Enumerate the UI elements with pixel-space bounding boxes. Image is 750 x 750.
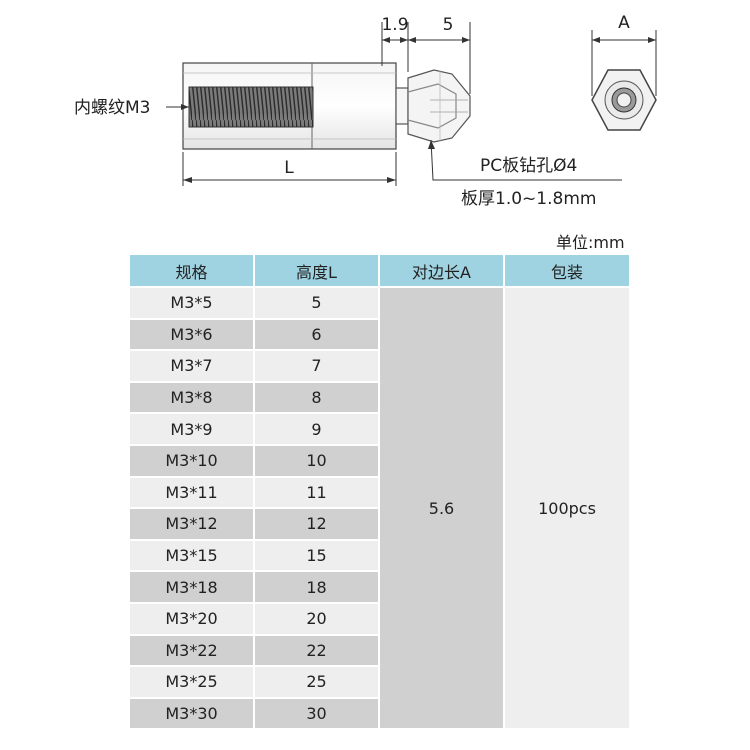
cell-height: 10 bbox=[255, 445, 378, 476]
cell-height: 8 bbox=[255, 382, 378, 413]
dimension-top bbox=[381, 22, 471, 94]
thread-label: 内螺纹M3 bbox=[74, 98, 150, 118]
cell-packaging: 100pcs bbox=[505, 288, 629, 729]
cell-height: 5 bbox=[255, 288, 378, 318]
header-spec: 规格 bbox=[130, 255, 253, 286]
hex-end-view bbox=[591, 69, 657, 131]
dimension-across bbox=[591, 30, 657, 96]
table-header-row: 规格 高度L 对边长A 包装 bbox=[130, 255, 629, 286]
cell-spec: M3*10 bbox=[130, 445, 253, 476]
cell-height: 18 bbox=[255, 572, 378, 602]
hole-leader bbox=[428, 139, 622, 181]
dim-1-9: 1.9 bbox=[381, 15, 408, 35]
cell-spec: M3*6 bbox=[130, 319, 253, 350]
snap-clip bbox=[395, 69, 471, 143]
cell-spec: M3*18 bbox=[130, 572, 253, 602]
cell-height: 12 bbox=[255, 509, 378, 539]
cell-spec: M3*30 bbox=[130, 698, 253, 729]
cell-height: 22 bbox=[255, 635, 378, 666]
dim-length-l: L bbox=[284, 158, 294, 178]
cell-spec: M3*7 bbox=[130, 351, 253, 381]
dimension-length bbox=[182, 152, 397, 186]
standoff-side-view bbox=[182, 62, 397, 150]
thickness-label: 板厚1.0~1.8mm bbox=[461, 189, 596, 209]
cell-spec: M3*25 bbox=[130, 667, 253, 697]
hole-label: PC板钻孔Ø4 bbox=[480, 156, 577, 176]
cell-height: 6 bbox=[255, 319, 378, 350]
cell-spec: M3*9 bbox=[130, 414, 253, 444]
cell-spec: M3*20 bbox=[130, 603, 253, 634]
cell-spec: M3*12 bbox=[130, 509, 253, 539]
dim-across-a: A bbox=[618, 13, 630, 33]
cell-spec: M3*15 bbox=[130, 540, 253, 571]
cell-height: 15 bbox=[255, 540, 378, 571]
cell-height: 30 bbox=[255, 698, 378, 729]
cell-spec: M3*8 bbox=[130, 382, 253, 413]
header-across-flats: 对边长A bbox=[380, 255, 503, 286]
cell-height: 11 bbox=[255, 477, 378, 508]
cell-spec: M3*11 bbox=[130, 477, 253, 508]
internal-thread bbox=[188, 86, 314, 128]
header-packaging: 包装 bbox=[505, 255, 629, 286]
cell-height: 20 bbox=[255, 603, 378, 634]
unit-label: 单位:mm bbox=[556, 233, 625, 252]
header-height: 高度L bbox=[255, 255, 378, 286]
cell-height: 9 bbox=[255, 414, 378, 444]
technical-drawing: 1.9 5 L 内螺纹M3 PC板钻孔Ø4 板厚1.0~1.8mm A bbox=[74, 13, 657, 209]
cell-spec: M3*5 bbox=[130, 288, 253, 318]
dim-5: 5 bbox=[443, 15, 454, 35]
cell-across-flats: 5.6 bbox=[380, 288, 503, 729]
cell-height: 25 bbox=[255, 667, 378, 697]
thread-leader bbox=[166, 104, 189, 110]
cell-height: 7 bbox=[255, 351, 378, 381]
cell-spec: M3*22 bbox=[130, 635, 253, 666]
